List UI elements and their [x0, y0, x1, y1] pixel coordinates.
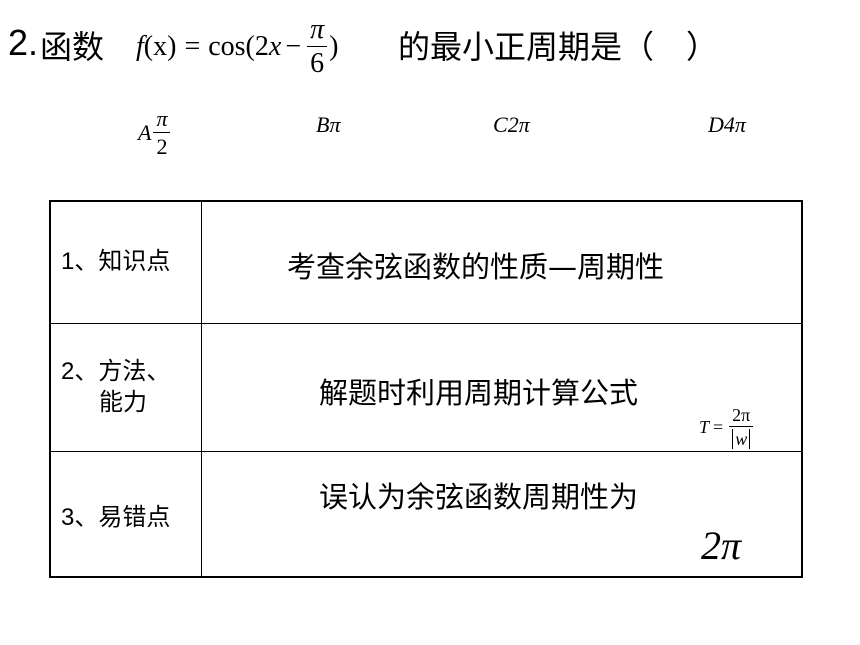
- option-c-letter: C: [493, 112, 508, 137]
- option-c-value: 2π: [507, 112, 530, 137]
- formula-equals: =: [184, 31, 201, 62]
- row-3-label-text: 、易错点: [74, 503, 171, 531]
- period-formula-eq: =: [713, 416, 724, 437]
- formula-minus: −: [285, 31, 302, 62]
- formula-frac-bar: [307, 46, 328, 47]
- option-a-den: 2: [156, 134, 168, 159]
- formula-args: (x): [143, 31, 177, 62]
- formula-frac-den: 6: [310, 48, 325, 79]
- table-row-divider-2: [51, 451, 801, 452]
- row-1-label-text: 、知识点: [74, 247, 171, 275]
- formula-close: ): [329, 31, 339, 62]
- formula-frac-num: π: [310, 14, 325, 45]
- period-formula-den: w: [732, 429, 751, 449]
- question-formula: f (x) = cos(2 x − π 6 ): [136, 14, 338, 80]
- option-d-value: 4π: [723, 112, 746, 137]
- period-formula-bar: [729, 426, 754, 427]
- option-c[interactable]: C 2π: [493, 112, 530, 138]
- row-1-label: 1、知识点: [61, 246, 170, 277]
- period-formula: T = 2π w: [699, 405, 755, 449]
- period-formula-lhs: T: [699, 416, 710, 437]
- row-2-label-line1: 、方法、: [74, 357, 171, 385]
- row-2-number: 2: [61, 358, 75, 385]
- period-formula-num: 2π: [732, 405, 751, 425]
- option-d-letter: D: [708, 112, 724, 137]
- row-3-label: 3、易错点: [61, 502, 170, 533]
- row-2-label: 2、方法、 能力: [61, 356, 170, 417]
- option-d[interactable]: D 4π: [708, 112, 746, 138]
- option-a-bar: [153, 132, 171, 133]
- formula-var: x: [268, 31, 282, 62]
- question-tail: 的最小正周期是（ ）: [398, 28, 719, 66]
- formula-func: cos(2: [208, 31, 269, 62]
- option-b-letter: B: [316, 112, 330, 137]
- formula-f: f: [136, 31, 144, 62]
- option-b[interactable]: B π: [316, 112, 340, 138]
- period-formula-den-wrap: w: [732, 427, 751, 449]
- row-1-number: 1: [61, 248, 75, 275]
- option-a-letter: A: [138, 120, 152, 145]
- question-number: 2.: [8, 22, 39, 63]
- row-2-label-line2: 能力: [99, 388, 147, 416]
- formula-fraction: π 6: [307, 14, 328, 79]
- question-lead: 函数: [40, 28, 105, 66]
- analysis-table: 1、知识点 考查余弦函数的性质—周期性 2、方法、 能力 解题时利用周期计算公式…: [49, 200, 803, 578]
- row-3-number: 3: [61, 504, 75, 531]
- option-a[interactable]: A π 2: [138, 108, 172, 158]
- table-row-divider-1: [51, 323, 801, 324]
- option-a-fraction: π 2: [153, 106, 171, 159]
- table-column-divider: [201, 202, 202, 576]
- row-3-content: 误认为余弦函数周期性为: [319, 480, 639, 514]
- row-2-content: 解题时利用周期计算公式: [319, 376, 639, 410]
- row-1-content: 考查余弦函数的性质—周期性: [287, 250, 665, 284]
- option-b-value: π: [329, 112, 341, 137]
- period-formula-fraction: 2π w: [729, 405, 754, 449]
- option-a-num: π: [156, 106, 168, 131]
- row-3-answer: 2π: [701, 523, 742, 568]
